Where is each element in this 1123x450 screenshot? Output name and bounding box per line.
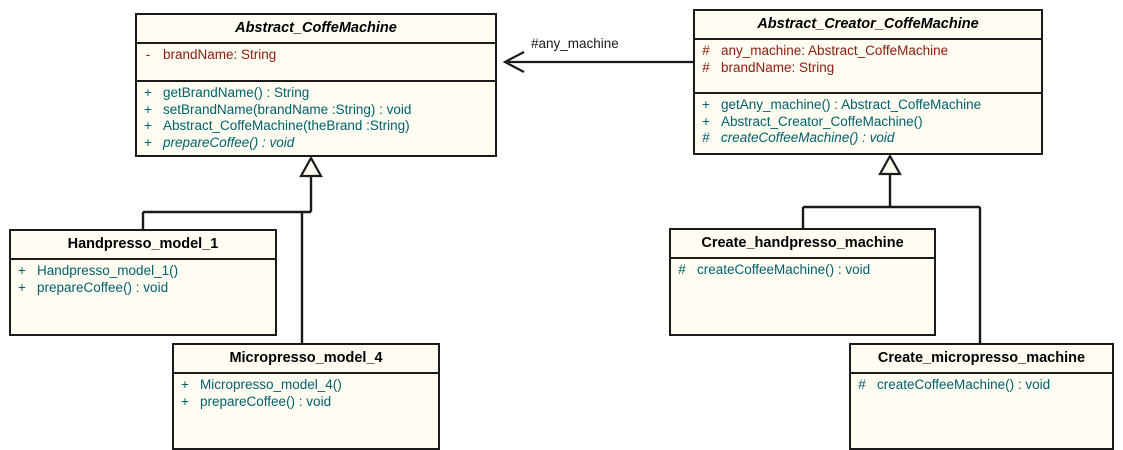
attribute-row: # brandName: String (695, 60, 1041, 77)
method-text: Handpresso_model_1() (37, 263, 179, 278)
method-row: + getAny_machine() : Abstract_CoffeMachi… (695, 97, 1041, 114)
attribute-row: # any_machine: Abstract_CoffeMachine (695, 43, 1041, 60)
class-title: Create_handpresso_machine (671, 230, 934, 259)
visibility-marker: + (144, 118, 152, 133)
method-text: createCoffeeMachine() : void (721, 130, 895, 145)
class-create-micropresso-machine[interactable]: Create_micropresso_machine # createCoffe… (849, 343, 1114, 450)
method-row: + getBrandName() : String (137, 85, 495, 102)
attribute-text: any_machine: Abstract_CoffeMachine (721, 43, 949, 58)
visibility-marker: + (144, 101, 152, 117)
method-row: + Handpresso_model_1() (11, 263, 275, 280)
method-text: prepareCoffee() : void (163, 134, 295, 150)
visibility-marker: + (181, 377, 189, 392)
class-handpresso-model-1[interactable]: Handpresso_model_1 + Handpresso_model_1(… (9, 229, 277, 336)
method-row: # createCoffeeMachine() : void (695, 130, 1041, 147)
method-row: # createCoffeeMachine() : void (851, 377, 1112, 394)
method-row: + Micropresso_model_4() (174, 377, 438, 394)
methods-compartment: + Micropresso_model_4() + prepareCoffee(… (174, 374, 438, 414)
method-text: Micropresso_model_4() (200, 377, 342, 392)
class-abstract-creator-coffee-machine[interactable]: Abstract_Creator_CoffeMachine # any_mach… (693, 9, 1043, 155)
association-label: #any_machine (531, 36, 619, 51)
visibility-marker: + (702, 97, 710, 112)
method-row: + prepareCoffee() : void (174, 394, 438, 411)
attribute-text: brandName: String (721, 59, 835, 75)
visibility-marker: + (18, 279, 26, 295)
visibility-marker: + (144, 134, 152, 150)
class-title: Handpresso_model_1 (11, 231, 275, 260)
visibility-marker: # (702, 59, 710, 75)
visibility-marker: - (145, 47, 151, 62)
methods-compartment: # createCoffeeMachine() : void (851, 374, 1112, 398)
method-text: prepareCoffee() : void (200, 393, 332, 409)
method-row: + setBrandName(brandName :String) : void (137, 102, 495, 119)
visibility-marker: # (702, 43, 710, 58)
method-text: setBrandName(brandName :String) : void (163, 101, 412, 117)
attributes-compartment: # any_machine: Abstract_CoffeMachine # b… (695, 40, 1041, 94)
method-text: Abstract_Creator_CoffeMachine() (721, 113, 923, 129)
method-text: createCoffeeMachine() : void (697, 262, 871, 277)
method-text: getBrandName() : String (163, 85, 310, 100)
method-text: createCoffeeMachine() : void (877, 377, 1051, 392)
visibility-marker: + (181, 393, 189, 409)
method-row: # createCoffeeMachine() : void (671, 262, 934, 279)
class-abstract-coffee-machine[interactable]: Abstract_CoffeMachine - brandName: Strin… (135, 13, 497, 157)
association-any-machine (502, 51, 693, 73)
visibility-marker: + (144, 85, 152, 100)
method-row: + prepareCoffee() : void (11, 280, 275, 297)
class-title: Abstract_CoffeMachine (137, 15, 495, 44)
visibility-marker: # (702, 130, 710, 145)
class-micropresso-model-4[interactable]: Micropresso_model_4 + Micropresso_model_… (172, 343, 440, 450)
attributes-compartment: - brandName: String (137, 44, 495, 82)
method-row: + Abstract_CoffeMachine(theBrand :String… (137, 118, 495, 135)
class-create-handpresso-machine[interactable]: Create_handpresso_machine # createCoffee… (669, 228, 936, 336)
methods-compartment: # createCoffeeMachine() : void (671, 259, 934, 283)
visibility-marker: # (678, 262, 686, 277)
methods-compartment: + getBrandName() : String + setBrandName… (137, 82, 495, 155)
attribute-row: - brandName: String (137, 47, 495, 64)
attribute-text: brandName: String (163, 47, 277, 62)
visibility-marker: + (18, 263, 26, 278)
method-text: getAny_machine() : Abstract_CoffeMachine (721, 97, 982, 112)
class-title: Abstract_Creator_CoffeMachine (695, 11, 1041, 40)
method-text: Abstract_CoffeMachine(theBrand :String) (163, 118, 410, 133)
visibility-marker: + (702, 113, 710, 129)
visibility-marker: # (858, 377, 866, 392)
class-title: Create_micropresso_machine (851, 345, 1112, 374)
method-row: + Abstract_Creator_CoffeMachine() (695, 114, 1041, 131)
methods-compartment: + Handpresso_model_1() + prepareCoffee()… (11, 260, 275, 300)
class-title: Micropresso_model_4 (174, 345, 438, 374)
method-text: prepareCoffee() : void (37, 279, 169, 295)
methods-compartment: + getAny_machine() : Abstract_CoffeMachi… (695, 94, 1041, 151)
method-row: + prepareCoffee() : void (137, 135, 495, 152)
